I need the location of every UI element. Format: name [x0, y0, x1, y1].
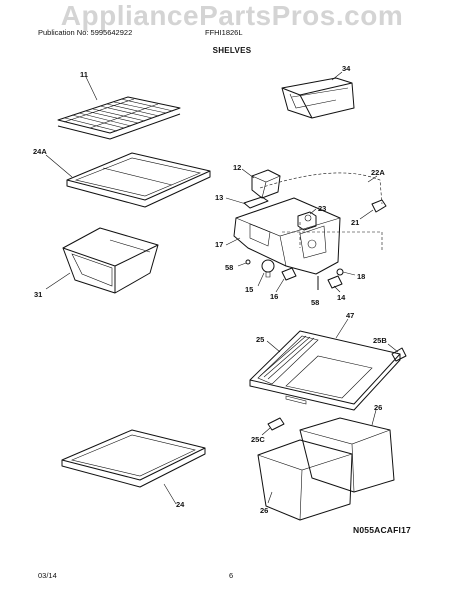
part-door-bin[interactable]	[281, 77, 355, 119]
svg-text:58: 58	[311, 298, 319, 307]
callout-34: 34	[331, 64, 351, 81]
callout-58-left: 58	[225, 262, 247, 272]
callout-15: 15	[245, 272, 265, 294]
part-wire-shelf[interactable]	[57, 96, 181, 140]
callout-18: 18	[342, 271, 365, 281]
part-wire-clip[interactable]	[336, 268, 344, 276]
callout-25b: 25B	[373, 336, 399, 353]
callout-22a: 22A	[367, 168, 385, 183]
part-crisper-drawer[interactable]	[62, 227, 159, 294]
svg-text:23: 23	[318, 204, 326, 213]
callout-26-left: 26	[260, 491, 273, 515]
footer-date: 03/14	[38, 571, 57, 580]
svg-text:25: 25	[256, 335, 264, 344]
part-control-housing[interactable]	[233, 197, 341, 275]
svg-text:14: 14	[337, 293, 346, 302]
watermark: AppliancePartsPros.com	[60, 0, 404, 31]
callout-31: 31	[34, 272, 71, 299]
svg-text:47: 47	[346, 311, 354, 320]
svg-text:12: 12	[233, 163, 241, 172]
callout-17: 17	[215, 237, 241, 249]
part-damper-knob[interactable]	[327, 275, 343, 289]
callout-11: 11	[80, 70, 98, 101]
callout-47: 47	[335, 311, 354, 339]
svg-text:21: 21	[351, 218, 359, 227]
part-connector[interactable]	[371, 199, 387, 213]
part-glass-shelf-24[interactable]	[61, 429, 206, 488]
part-glass-shelf-24a[interactable]	[66, 152, 211, 208]
svg-text:34: 34	[342, 64, 351, 73]
part-screw-left[interactable]	[245, 259, 251, 265]
part-thermostat[interactable]	[297, 211, 317, 231]
callout-21: 21	[351, 209, 374, 227]
callout-13: 13	[215, 193, 247, 205]
publication-number: Publication No: 5995642922	[38, 28, 133, 37]
section-title: SHELVES	[212, 46, 252, 55]
callout-25c: 25C	[251, 427, 271, 444]
callout-58-bottom: 58	[311, 298, 319, 307]
callout-14: 14	[333, 285, 346, 302]
part-bracket[interactable]	[243, 196, 269, 209]
svg-text:26: 26	[374, 403, 382, 412]
callout-12: 12	[233, 163, 255, 179]
svg-text:17: 17	[215, 240, 223, 249]
svg-text:13: 13	[215, 193, 223, 202]
part-light-shield[interactable]	[251, 169, 281, 199]
callout-16: 16	[270, 278, 285, 301]
part-drawer-left[interactable]	[257, 439, 353, 521]
svg-text:25C: 25C	[251, 435, 265, 444]
svg-text:26: 26	[260, 506, 268, 515]
model-number: FFHI1826L	[205, 28, 243, 37]
svg-text:24A: 24A	[33, 147, 47, 156]
svg-text:25B: 25B	[373, 336, 387, 345]
part-drawer-right[interactable]	[299, 417, 395, 493]
callout-26-right: 26	[371, 403, 382, 426]
part-cover-support[interactable]	[391, 347, 407, 362]
callout-25: 25	[256, 335, 281, 353]
svg-text:24: 24	[176, 500, 185, 509]
svg-text:15: 15	[245, 285, 253, 294]
svg-text:11: 11	[80, 70, 88, 79]
svg-text:22A: 22A	[371, 168, 385, 177]
svg-text:16: 16	[270, 292, 278, 301]
part-cover-clip[interactable]	[267, 417, 285, 431]
svg-text:58: 58	[225, 263, 233, 272]
part-light-bulb[interactable]	[261, 259, 275, 278]
part-crisper-cover[interactable]	[249, 330, 401, 411]
page-number: 6	[229, 571, 234, 580]
part-socket[interactable]	[281, 267, 297, 281]
diagram-code: N055ACAFI17	[353, 525, 411, 535]
svg-text:18: 18	[357, 272, 365, 281]
callout-24: 24	[163, 483, 185, 509]
callout-23: 23	[309, 204, 326, 215]
callout-24a: 24A	[33, 147, 73, 178]
svg-text:31: 31	[34, 290, 42, 299]
